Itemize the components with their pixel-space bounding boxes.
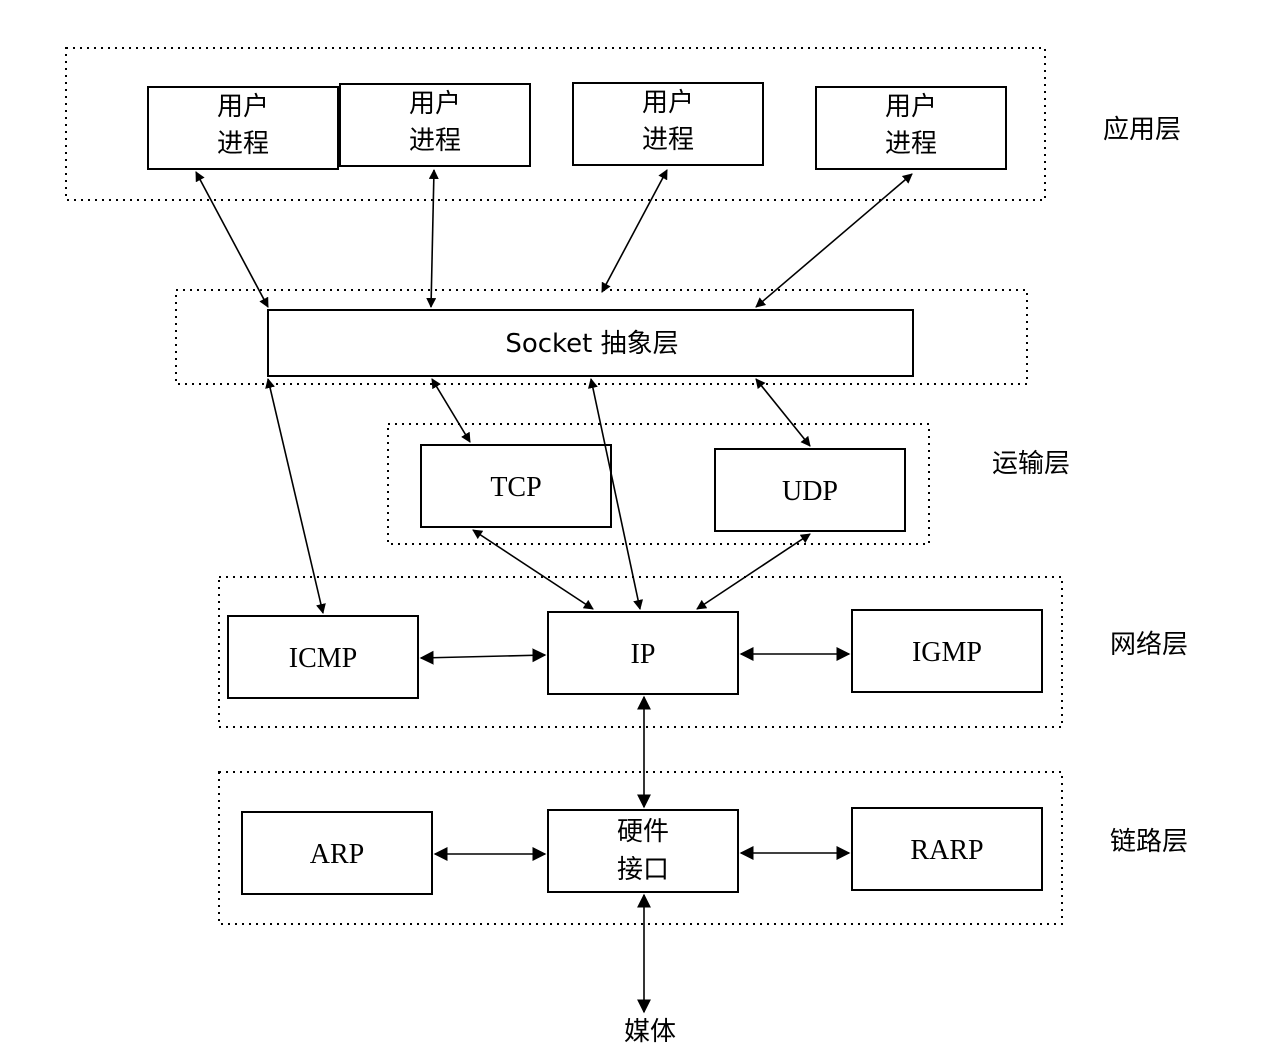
igmp-box: IGMP	[851, 609, 1043, 693]
arrow-process1-socket	[195, 171, 269, 308]
ip-box: IP	[547, 611, 739, 695]
svg-text:ICMP: ICMP	[289, 643, 357, 674]
svg-text:进程: 进程	[409, 126, 461, 156]
user-process-1: 用户 进程	[147, 86, 339, 170]
icmp-box: ICMP	[227, 615, 419, 699]
rarp-box: RARP	[851, 807, 1043, 891]
arrow-socket-tcp	[431, 378, 471, 443]
svg-text:进程: 进程	[217, 129, 269, 159]
svg-text:用户: 用户	[642, 88, 694, 118]
arrow-socket-udp	[755, 378, 811, 447]
svg-text:用户: 用户	[409, 89, 461, 119]
arrow-process4-socket	[755, 173, 913, 308]
svg-text:IP: IP	[631, 639, 656, 670]
network-layer-label: 网络层	[1110, 630, 1188, 660]
media-label: 媒体	[624, 1017, 676, 1047]
svg-text:ARP: ARP	[310, 839, 364, 870]
hardware-interface-box: 硬件 接口	[547, 809, 739, 893]
user-process-3: 用户 进程	[572, 82, 764, 166]
svg-text:RARP: RARP	[910, 835, 983, 866]
transport-layer-region	[387, 423, 930, 545]
svg-text:UDP: UDP	[782, 476, 838, 507]
application-layer-label: 应用层	[1103, 115, 1181, 145]
application-layer-region	[65, 47, 1046, 201]
svg-text:用户: 用户	[217, 92, 269, 122]
svg-text:进程: 进程	[885, 129, 937, 159]
svg-text:硬件: 硬件	[617, 817, 669, 847]
svg-text:进程: 进程	[642, 125, 694, 155]
arrow-icmp-ip	[419, 648, 547, 665]
svg-text:用户: 用户	[885, 92, 937, 122]
arrow-socket-ip	[587, 378, 644, 610]
arrow-socket-icmp	[265, 378, 326, 614]
arrow-tcp-ip	[472, 529, 594, 610]
socket-layer-region	[175, 289, 1028, 385]
arrow-udp-ip	[696, 533, 811, 610]
svg-text:接口: 接口	[617, 855, 669, 885]
svg-text:Socket 抽象层: Socket 抽象层	[505, 329, 678, 359]
user-process-4: 用户 进程	[815, 86, 1007, 170]
link-layer-label: 链路层	[1110, 827, 1188, 857]
udp-box: UDP	[714, 448, 906, 532]
socket-abstraction-box: Socket 抽象层	[267, 309, 914, 377]
connectors	[195, 169, 913, 1014]
arp-box: ARP	[241, 811, 433, 895]
svg-text:IGMP: IGMP	[912, 637, 982, 668]
transport-layer-label: 运输层	[992, 449, 1070, 479]
tcp-box: TCP	[420, 444, 612, 528]
user-process-2: 用户 进程	[339, 83, 531, 167]
arrow-process2-socket	[426, 169, 439, 308]
svg-text:TCP: TCP	[490, 472, 541, 503]
arrow-process3-socket	[601, 169, 668, 293]
